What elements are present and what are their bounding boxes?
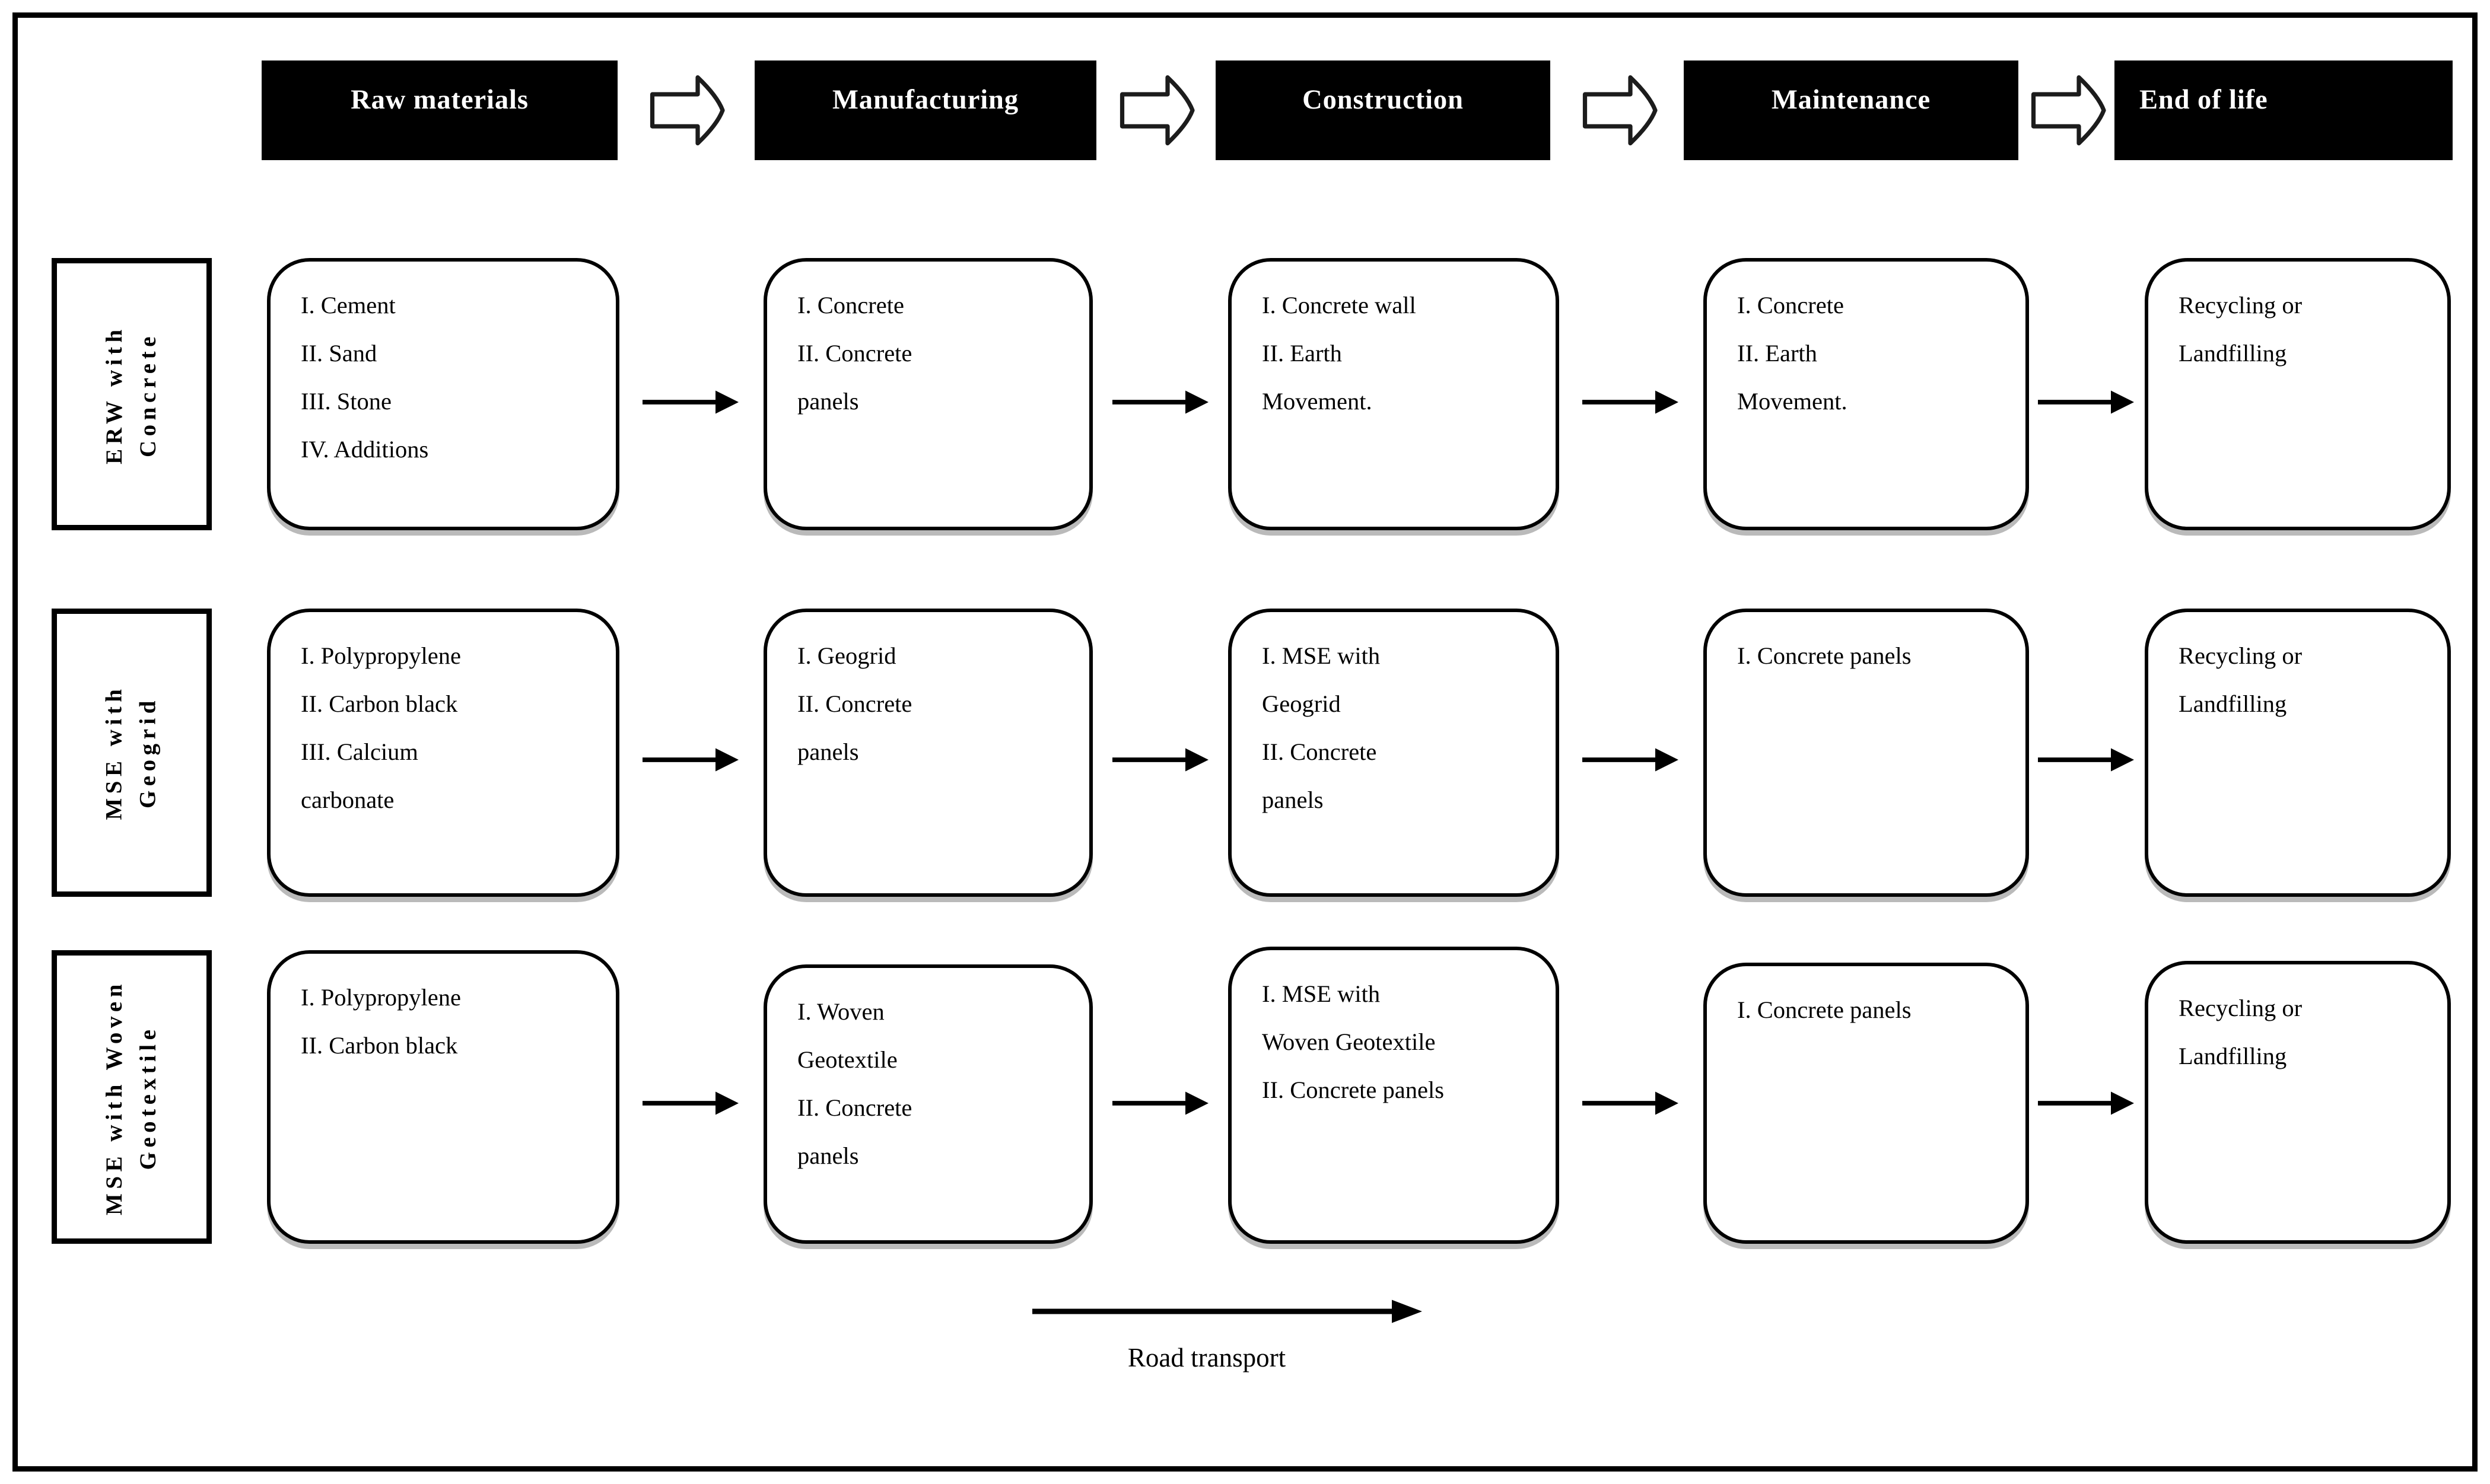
erw-raw-materials-box: I. Cement II. Sand III. Stone IV. Additi… [267, 258, 619, 530]
geogrid-manufacturing-box: I. Geogrid II. Concrete panels [764, 609, 1093, 897]
flow-arrow-icon [1581, 384, 1680, 420]
stage-block-arrow-icon [644, 71, 726, 149]
flow-arrow-icon [1581, 1085, 1680, 1121]
erw-construction-box: I. Concrete wall II. Earth Movement. [1228, 258, 1559, 530]
road-transport-arrow-icon [1032, 1297, 1424, 1326]
flow-arrow-icon [1111, 1085, 1210, 1121]
flow-arrow-icon [641, 384, 740, 420]
row-label-mse-with-woven-geotextile: MSE with Woven Geotextile [52, 950, 212, 1244]
stage-block-arrow-icon [1577, 71, 1659, 149]
row-label-text: MSE with Geogrid [100, 685, 160, 820]
erw-end-of-life-box: Recycling or Landfilling [2145, 258, 2451, 530]
diagram-border-frame [12, 12, 2478, 1472]
road-transport-label: Road transport [1127, 1345, 1286, 1374]
geotextile-construction-box: I. MSE with Woven Geotextile II. Concret… [1228, 947, 1559, 1244]
geogrid-end-of-life-box: Recycling or Landfilling [2145, 609, 2451, 897]
flow-arrow-icon [1111, 384, 1210, 420]
erw-manufacturing-box: I. Concrete II. Concrete panels [764, 258, 1093, 530]
flow-arrow-icon [2036, 384, 2136, 420]
geotextile-maintenance-box: I. Concrete panels [1703, 963, 2029, 1244]
row-label-erw-with-concrete: ERW with Concrete [52, 258, 212, 530]
stage-header-raw-materials: Raw materials [262, 60, 618, 160]
stage-header-maintenance: Maintenance [1684, 60, 2018, 160]
row-label-text: ERW with Concrete [100, 324, 160, 464]
stage-header-manufacturing: Manufacturing [755, 60, 1096, 160]
flow-arrow-icon [1111, 742, 1210, 778]
row-label-text: MSE with Woven Geotextile [100, 979, 160, 1215]
geotextile-end-of-life-box: Recycling or Landfilling [2145, 961, 2451, 1244]
flow-arrow-icon [2036, 1085, 2136, 1121]
geogrid-construction-box: I. MSE with Geogrid II. Concrete panels [1228, 609, 1559, 897]
geogrid-maintenance-box: I. Concrete panels [1703, 609, 2029, 897]
geotextile-raw-materials-box: I. Polypropylene II. Carbon black [267, 950, 619, 1244]
erw-maintenance-box: I. Concrete II. Earth Movement. [1703, 258, 2029, 530]
flow-arrow-icon [1581, 742, 1680, 778]
geogrid-raw-materials-box: I. Polypropylene II. Carbon black III. C… [267, 609, 619, 897]
stage-header-construction: Construction [1216, 60, 1550, 160]
stage-block-arrow-icon [2025, 71, 2107, 149]
stage-block-arrow-icon [1114, 71, 1196, 149]
row-label-mse-with-geogrid: MSE with Geogrid [52, 609, 212, 897]
stage-header-end-of-life: End of life [2114, 60, 2453, 160]
flow-arrow-icon [641, 742, 740, 778]
flow-arrow-icon [641, 1085, 740, 1121]
geotextile-manufacturing-box: I. Woven Geotextile II. Concrete panels [764, 964, 1093, 1244]
flow-arrow-icon [2036, 742, 2136, 778]
